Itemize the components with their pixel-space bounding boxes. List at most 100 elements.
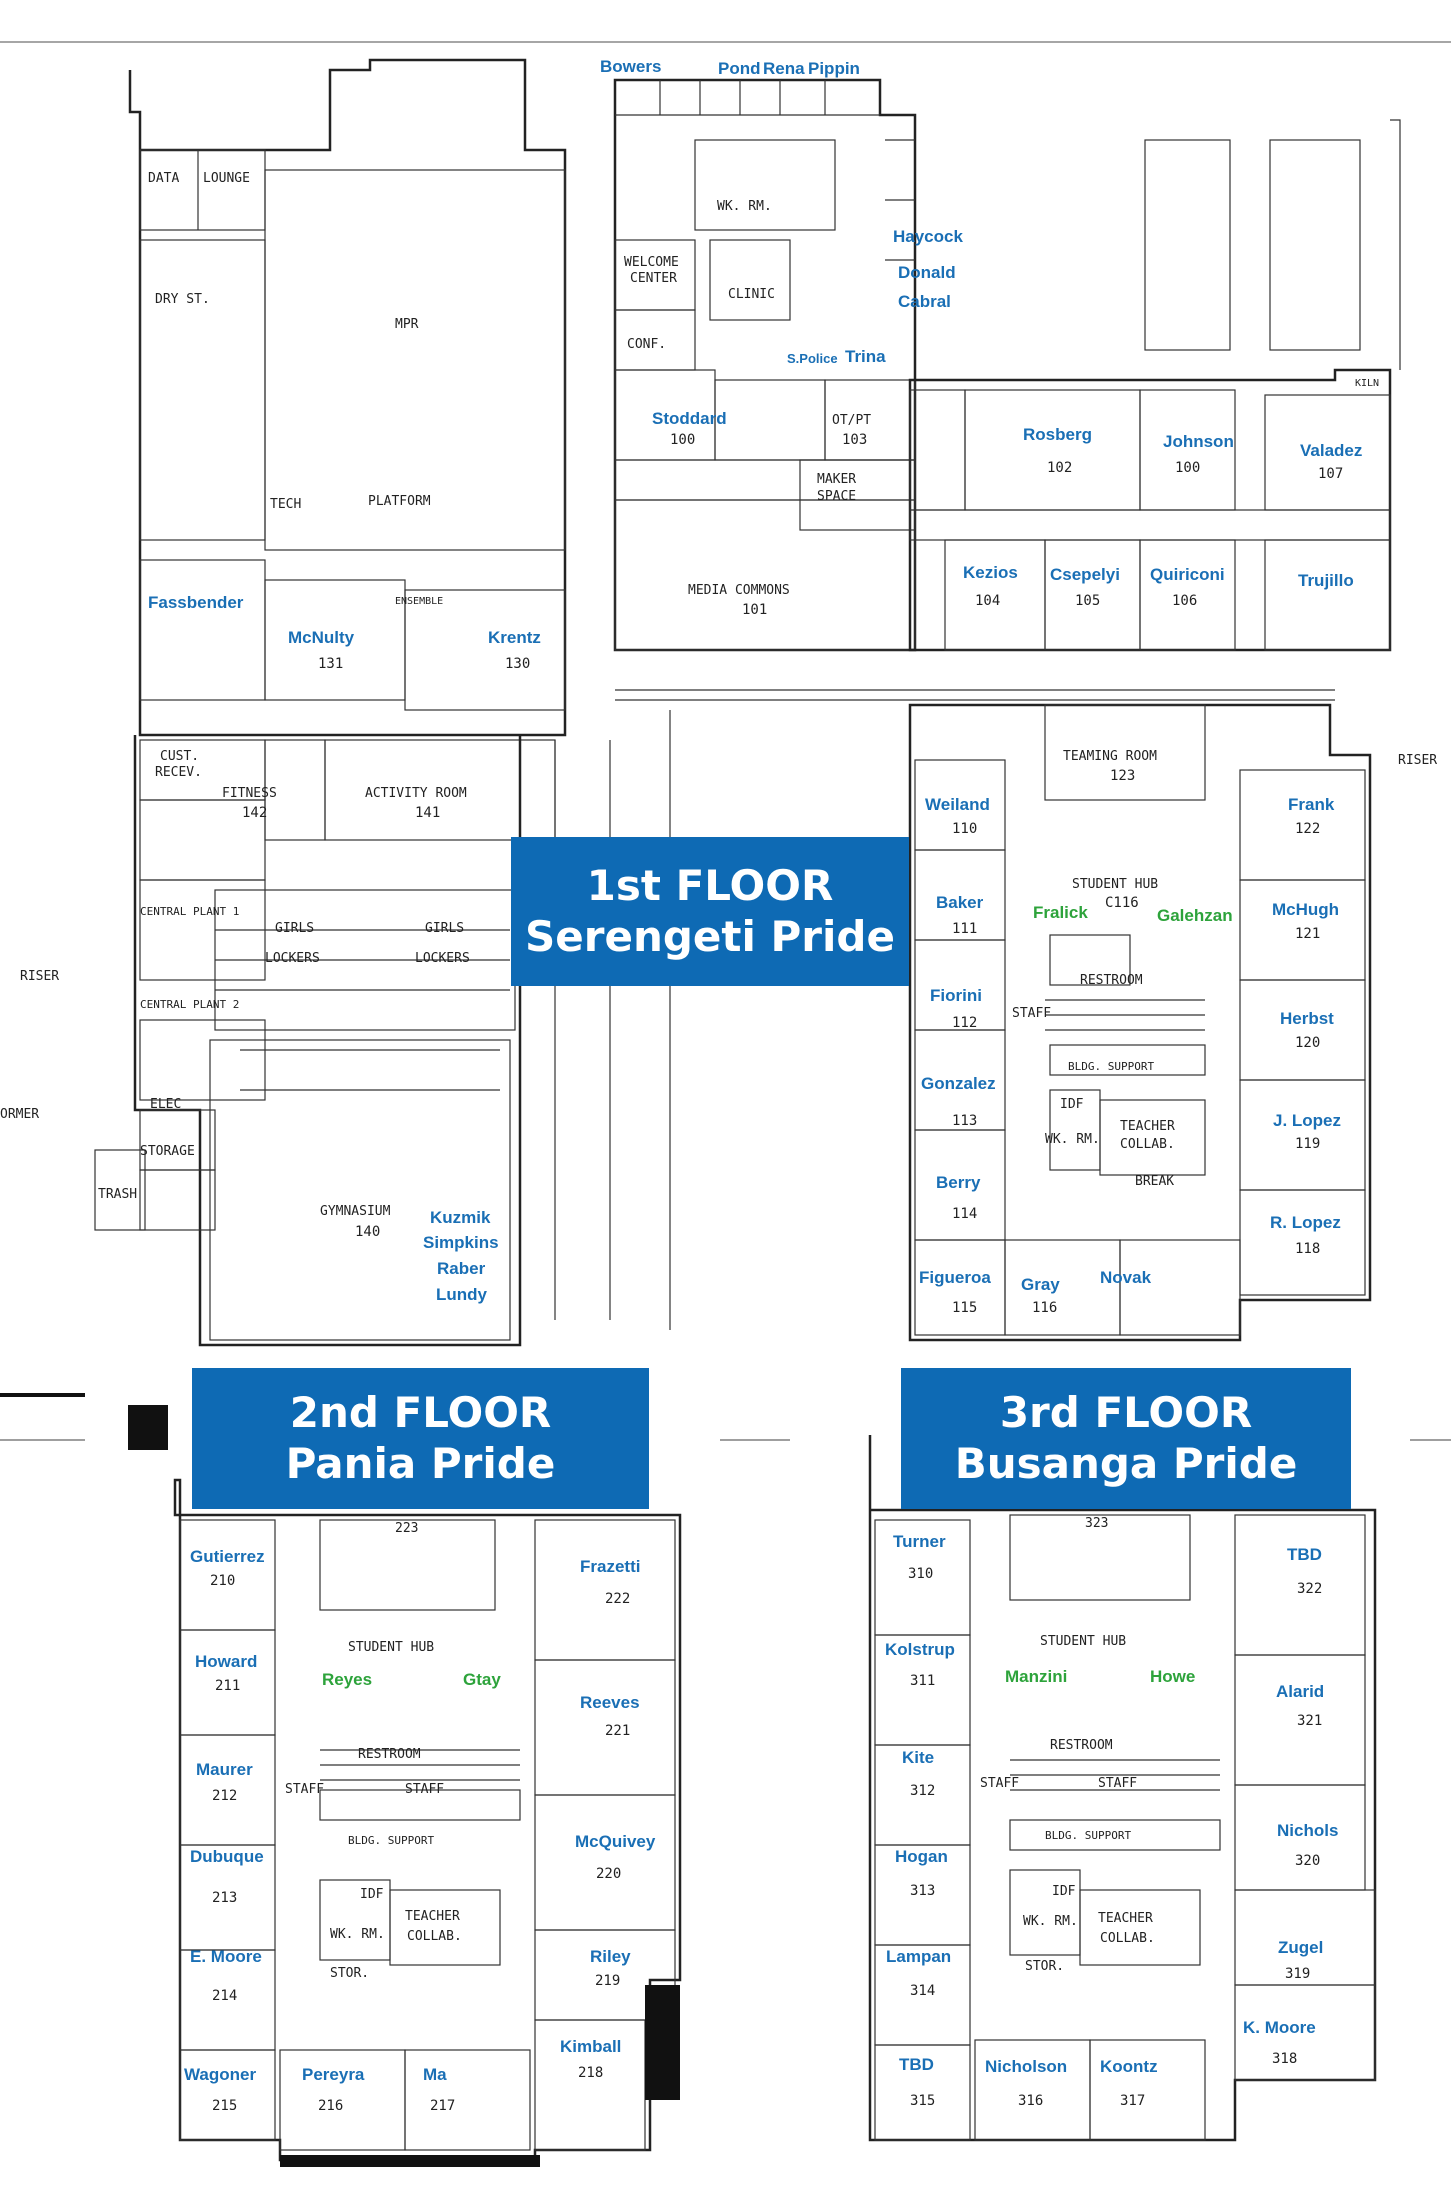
label-manzini: Manzini bbox=[1005, 1667, 1067, 1686]
label-reeves: Reeves bbox=[580, 1693, 640, 1712]
room-ensemble: ENSEMBLE bbox=[395, 596, 443, 607]
label-galehzan: Galehzan bbox=[1157, 906, 1233, 925]
room-318: 318 bbox=[1272, 2051, 1297, 2067]
room-113: 113 bbox=[952, 1113, 977, 1129]
room-mpr: MPR bbox=[395, 317, 419, 332]
room-314: 314 bbox=[910, 1983, 935, 1999]
label-student-hub-2: STUDENT HUB bbox=[348, 1640, 434, 1655]
room-111: 111 bbox=[952, 921, 977, 937]
label-mcnulty: McNulty bbox=[288, 628, 355, 647]
room-112: 112 bbox=[952, 1015, 977, 1031]
room-216: 216 bbox=[318, 2098, 343, 2114]
label-valadez: Valadez bbox=[1300, 441, 1362, 460]
label-idf-3: IDF bbox=[1052, 1884, 1076, 1899]
room-215: 215 bbox=[212, 2098, 237, 2114]
room-131: 131 bbox=[318, 656, 343, 672]
label-storage-3: STOR. bbox=[1025, 1959, 1064, 1974]
label-kuzmik: Kuzmik bbox=[430, 1208, 491, 1227]
room-313: 313 bbox=[910, 1883, 935, 1899]
room-316: 316 bbox=[1018, 2093, 1043, 2109]
room-101: 101 bbox=[742, 602, 767, 618]
room-115: 115 bbox=[952, 1300, 977, 1316]
label-girls-2: GIRLS bbox=[425, 921, 464, 936]
label-kolstrup: Kolstrup bbox=[885, 1640, 955, 1659]
third-floor-plan bbox=[868, 1435, 1377, 2142]
room-119: 119 bbox=[1295, 1136, 1320, 1152]
room-219: 219 bbox=[595, 1973, 620, 1989]
label-pippin: Pippin bbox=[808, 59, 860, 78]
label-mcquivey: McQuivey bbox=[575, 1832, 656, 1851]
label-staff-2b: STAFF bbox=[405, 1782, 444, 1797]
label-alarid: Alarid bbox=[1276, 1682, 1324, 1701]
label-lampan: Lampan bbox=[886, 1947, 951, 1966]
label-tbd-322: TBD bbox=[1287, 1545, 1322, 1564]
label-trujillo: Trujillo bbox=[1298, 571, 1354, 590]
label-work-room-3: WK. RM. bbox=[1023, 1914, 1078, 1929]
room-114: 114 bbox=[952, 1206, 977, 1222]
label-frazetti: Frazetti bbox=[580, 1557, 640, 1576]
label-novak: Novak bbox=[1100, 1268, 1152, 1287]
third-floor-labels: 323 Turner 310 Kolstrup 311 Kite 312 Hog… bbox=[885, 1516, 1338, 2109]
second-floor-banner: 2nd FLOOR Pania Pride bbox=[192, 1368, 649, 1509]
room-tech: TECH bbox=[270, 497, 301, 512]
label-riser-east: RISER bbox=[1398, 753, 1437, 768]
room-142: 142 bbox=[242, 805, 267, 821]
third-floor-banner: 3rd FLOOR Busanga Pride bbox=[901, 1368, 1351, 1509]
label-lockers-2: LOCKERS bbox=[415, 951, 470, 966]
room-210: 210 bbox=[210, 1573, 235, 1589]
room-312: 312 bbox=[910, 1783, 935, 1799]
room-120: 120 bbox=[1295, 1035, 1320, 1051]
label-center: CENTER bbox=[630, 271, 677, 286]
label-howard: Howard bbox=[195, 1652, 257, 1671]
label-baker: Baker bbox=[936, 893, 984, 912]
first-floor-east-lower-wing bbox=[908, 703, 1372, 1342]
room-platform: PLATFORM bbox=[368, 494, 431, 509]
label-tbd-315: TBD bbox=[899, 2055, 934, 2074]
label-nichols: Nichols bbox=[1277, 1821, 1338, 1840]
label-girls-1: GIRLS bbox=[275, 921, 314, 936]
label-howe: Howe bbox=[1150, 1667, 1195, 1686]
label-lockers-1: LOCKERS bbox=[265, 951, 320, 966]
label-j-lopez: J. Lopez bbox=[1273, 1111, 1341, 1130]
room-kiln: KILN bbox=[1355, 378, 1379, 389]
label-teacher-2: TEACHER bbox=[405, 1909, 460, 1924]
label-break-room: BREAK bbox=[1135, 1174, 1174, 1189]
first-floor-west-wing bbox=[94, 58, 611, 1347]
label-fiorini: Fiorini bbox=[930, 986, 982, 1005]
label-kimball: Kimball bbox=[560, 2037, 621, 2056]
room-323: 323 bbox=[1085, 1516, 1108, 1531]
first-floor-title: 1st FLOOR bbox=[586, 861, 834, 911]
room-gymnasium: GYMNASIUM bbox=[320, 1204, 391, 1219]
room-102: 102 bbox=[1047, 460, 1072, 476]
room-212: 212 bbox=[212, 1788, 237, 1804]
label-rosberg: Rosberg bbox=[1023, 425, 1092, 444]
room-103: 103 bbox=[842, 432, 867, 448]
label-krentz: Krentz bbox=[488, 628, 541, 647]
label-maurer: Maurer bbox=[196, 1760, 253, 1779]
room-media-commons: MEDIA COMMONS bbox=[688, 583, 790, 598]
label-staff-3b: STAFF bbox=[1098, 1776, 1137, 1791]
label-idf-1: IDF bbox=[1060, 1097, 1084, 1112]
label-gonzalez: Gonzalez bbox=[921, 1074, 996, 1093]
label-gray: Gray bbox=[1021, 1275, 1060, 1294]
label-maker: MAKER bbox=[817, 472, 856, 487]
label-raber: Raber bbox=[437, 1259, 486, 1278]
label-r-lopez: R. Lopez bbox=[1270, 1213, 1341, 1232]
room-322: 322 bbox=[1297, 1581, 1322, 1597]
room-222: 222 bbox=[605, 1591, 630, 1607]
label-bowers: Bowers bbox=[600, 57, 661, 76]
room-custodial: CUST. bbox=[160, 749, 199, 764]
room-319: 319 bbox=[1285, 1966, 1310, 1982]
label-staff-3a: STAFF bbox=[980, 1776, 1019, 1791]
label-mchugh: McHugh bbox=[1272, 900, 1339, 919]
label-work-room-1: WK. RM. bbox=[1045, 1132, 1100, 1147]
room-141: 141 bbox=[415, 805, 440, 821]
label-donald: Donald bbox=[898, 263, 956, 282]
label-work-room-2: WK. RM. bbox=[330, 1927, 385, 1942]
label-fassbender: Fassbender bbox=[148, 593, 244, 612]
room-311: 311 bbox=[910, 1673, 935, 1689]
room-107: 107 bbox=[1318, 466, 1343, 482]
label-koontz: Koontz bbox=[1100, 2057, 1158, 2076]
label-frank: Frank bbox=[1288, 795, 1335, 814]
